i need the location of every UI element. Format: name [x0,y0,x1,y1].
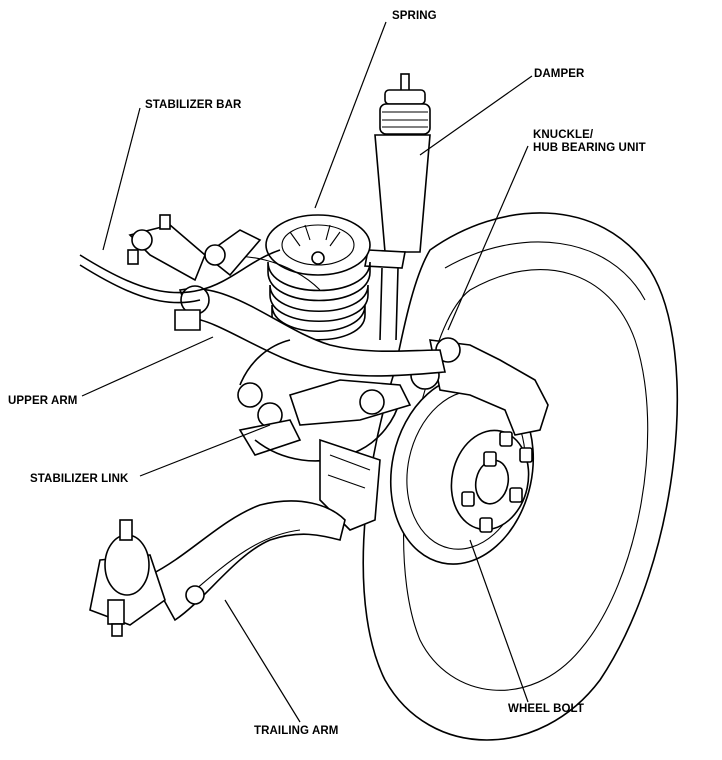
upper-arm [174,229,446,377]
stabilizer-bar [79,214,281,304]
spring [265,214,371,341]
label-knuckle: KNUCKLE/ HUB BEARING UNIT [533,129,646,155]
label-trailing-arm: TRAILING ARM [254,725,339,737]
label-knuckle-line1: KNUCKLE/ [533,129,594,141]
label-knuckle-line2: HUB BEARING UNIT [533,142,646,154]
label-damper: DAMPER [534,68,585,80]
label-stabilizer-link: STABILIZER LINK [30,473,129,485]
label-stabilizer-bar: STABILIZER BAR [145,99,242,111]
trailing-arm [89,500,346,637]
damper [364,73,431,341]
wheel-bolts [461,431,533,533]
label-wheel-bolt: WHEEL BOLT [508,703,584,715]
label-spring: SPRING [392,10,437,22]
leader-lines [81,21,533,723]
lower-arms [288,379,412,531]
stabilizer-link [237,339,401,462]
label-upper-arm: UPPER ARM [8,395,78,407]
